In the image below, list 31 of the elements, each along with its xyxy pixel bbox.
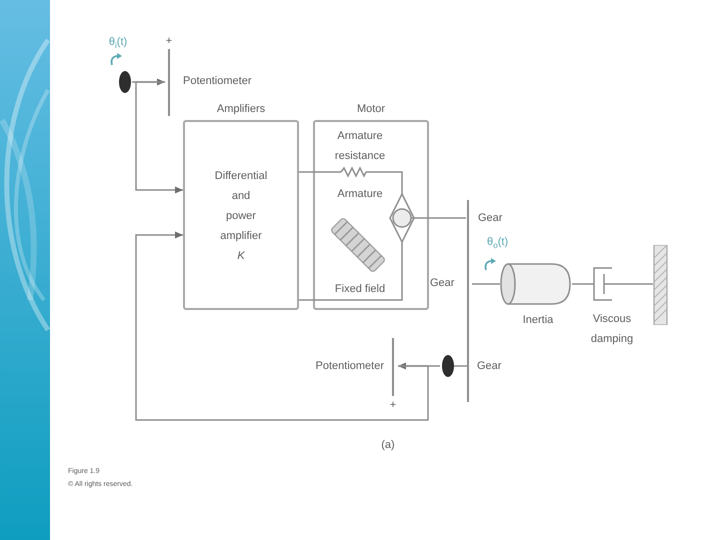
feedback-wire [135, 232, 429, 421]
shaft-line [429, 217, 466, 219]
component-label: Fixed field [334, 283, 386, 296]
wiper-arrow [398, 362, 440, 370]
component-label: Inertia [522, 314, 554, 327]
component-label: Viscous damping [590, 312, 634, 347]
shaft-line [638, 283, 653, 285]
component-label: Armature [337, 188, 383, 201]
fixed-wall [653, 245, 668, 325]
angle-label: θ$_{o}$(t) [487, 236, 508, 249]
block-label: Differential and power amplifier K [214, 169, 268, 264]
component-label: Gear [477, 360, 502, 373]
polarity-sign: + [166, 35, 172, 48]
component-label: Potentiometer [316, 360, 384, 373]
potentiometer-symbol [165, 36, 174, 118]
gear [428, 236, 472, 332]
figure-part-label: (a) [381, 439, 395, 452]
angle-label: θ$_{i}$(t) [108, 36, 128, 49]
component-label: Gear [478, 212, 502, 225]
block-heading: Amplifiers [216, 103, 266, 116]
signal-wire [135, 81, 183, 194]
block-heading: Motor [356, 103, 386, 116]
shaft-line [472, 283, 500, 285]
component-label: Gear [430, 277, 454, 290]
signal-wire [299, 299, 313, 301]
component-label: Armature resistance [334, 129, 386, 164]
signal-wire [299, 171, 313, 173]
polarity-sign: + [390, 399, 396, 412]
component-label: Potentiometer [183, 75, 252, 88]
wiper-arrow [132, 78, 165, 86]
shaft-line [572, 283, 586, 285]
